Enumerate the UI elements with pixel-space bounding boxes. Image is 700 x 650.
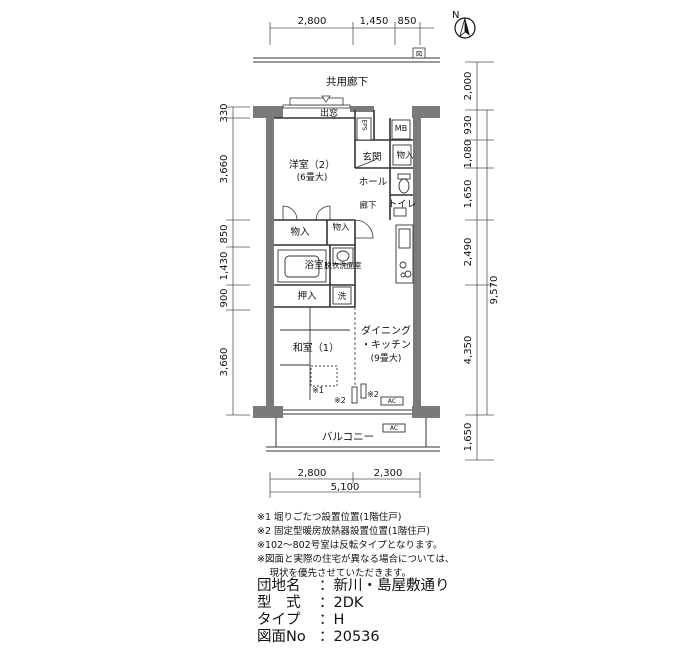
label-dining-size: (9畳大) bbox=[371, 352, 402, 364]
label-storage2: 物入 bbox=[332, 222, 350, 233]
compass-icon: N bbox=[452, 10, 476, 39]
right-dimension-lines bbox=[465, 61, 494, 461]
label-note-mark2b: ※2 bbox=[367, 390, 379, 399]
dim-right-4: 1,650 bbox=[463, 180, 474, 209]
info-row: タイプ：H bbox=[257, 612, 345, 628]
dim-bottom-2: 2,300 bbox=[374, 468, 403, 479]
door-swings bbox=[282, 118, 376, 239]
label-dressing: 脱衣洗面室 bbox=[324, 260, 362, 270]
notes: ※1 堀りごたつ設置位置(1階住戸) ※2 固定型暖房放熱器設置位置(1階住戸)… bbox=[257, 511, 455, 581]
dim-top-1: 2,800 bbox=[298, 16, 327, 27]
dim-left-3: 850 bbox=[219, 224, 230, 243]
dim-left-1: 330 bbox=[219, 103, 230, 122]
corridor-railing: 図 bbox=[253, 47, 440, 63]
label-entrance: 玄関 bbox=[362, 151, 381, 163]
info-label: 図面No bbox=[257, 629, 306, 645]
dim-right-total: 9,570 bbox=[489, 276, 500, 305]
label-note-mark2a: ※2 bbox=[334, 396, 346, 405]
dim-left-4: 1,430 bbox=[219, 252, 230, 281]
info-label: 団地名 bbox=[257, 578, 301, 594]
label-mb: MB bbox=[395, 124, 407, 133]
interior-walls bbox=[274, 110, 413, 395]
note-line: ※図面と実際の住宅が異なる場合については、 bbox=[257, 554, 455, 565]
corridor-label: 共用廊下 bbox=[326, 75, 368, 88]
dim-right-5: 2,490 bbox=[463, 238, 474, 267]
label-eps: EPS bbox=[361, 119, 368, 130]
info-value: H bbox=[333, 612, 345, 628]
dim-right-7: 1,650 bbox=[463, 423, 474, 452]
structure-walls bbox=[253, 95, 440, 418]
property-info: 団地名：新川・島屋敷通り 型 式：2DK タイプ：H 図面No：20536 bbox=[257, 578, 450, 646]
note-line: ※1 堀りごたつ設置位置(1階住戸) bbox=[257, 512, 402, 523]
label-balcony: バルコニー bbox=[322, 431, 374, 443]
label-western: 洋室（2） bbox=[289, 158, 335, 171]
info-row: 型 式：2DK bbox=[257, 595, 364, 611]
label-hallway: 廊下 bbox=[359, 200, 377, 211]
label-dining: ダイニング bbox=[361, 324, 411, 337]
top-dimension-lines bbox=[269, 22, 434, 45]
bottom-dimension-lines bbox=[269, 472, 421, 498]
dim-bottom-total: 5,100 bbox=[331, 482, 360, 493]
label-ac1: AC bbox=[388, 398, 396, 405]
dim-right-6: 4,350 bbox=[463, 336, 474, 365]
left-dimension-lines bbox=[226, 106, 250, 416]
info-value: 新川・島屋敷通り bbox=[333, 578, 450, 594]
info-label: 型 式 bbox=[257, 595, 301, 611]
dim-left-6: 3,660 bbox=[219, 348, 230, 377]
compass-label: N bbox=[452, 10, 459, 21]
label-western-size: (6畳大) bbox=[297, 171, 328, 183]
info-row: 団地名：新川・島屋敷通り bbox=[257, 578, 450, 594]
dim-left-2: 3,660 bbox=[219, 155, 230, 184]
label-storage-entrance: 物入 bbox=[396, 150, 414, 161]
label-window: 出窓 bbox=[320, 107, 338, 119]
label-hall: ホール bbox=[359, 177, 388, 188]
dim-left-5: 900 bbox=[219, 288, 230, 307]
dim-bottom-1: 2,800 bbox=[298, 468, 327, 479]
label-storage1: 物入 bbox=[290, 226, 310, 238]
label-ac2: AC bbox=[390, 425, 398, 432]
label-japanese: 和室（1） bbox=[293, 341, 339, 354]
balcony-railing bbox=[266, 418, 440, 452]
note-line: ※2 固定型暖房放熱器設置位置(1階住戸) bbox=[257, 526, 430, 537]
fixtures bbox=[277, 117, 414, 433]
label-note-mark1: ※1 bbox=[312, 386, 324, 395]
dim-right-2: 930 bbox=[463, 115, 474, 134]
dim-top-2: 1,450 bbox=[360, 16, 389, 27]
dim-right-1: 2,000 bbox=[463, 72, 474, 101]
dim-top-3: 850 bbox=[397, 16, 416, 27]
note-line: ※102～802号室は反転タイプとなります。 bbox=[257, 540, 443, 551]
info-value: 20536 bbox=[333, 629, 380, 645]
dim-right-3: 1,080 bbox=[463, 140, 474, 169]
note-line: 現状を優先させていただきます。 bbox=[257, 568, 412, 579]
label-toilet: トイレ bbox=[388, 199, 417, 210]
info-row: 図面No：20536 bbox=[257, 629, 380, 645]
svg-text:図: 図 bbox=[416, 51, 422, 58]
info-label: タイプ bbox=[257, 612, 301, 628]
info-value: 2DK bbox=[333, 595, 364, 611]
label-bath: 浴室 bbox=[304, 259, 323, 271]
label-closet: 押入 bbox=[297, 290, 317, 302]
label-kitchen: ・キッチン bbox=[361, 339, 411, 351]
label-washer: 洗 bbox=[338, 291, 347, 302]
